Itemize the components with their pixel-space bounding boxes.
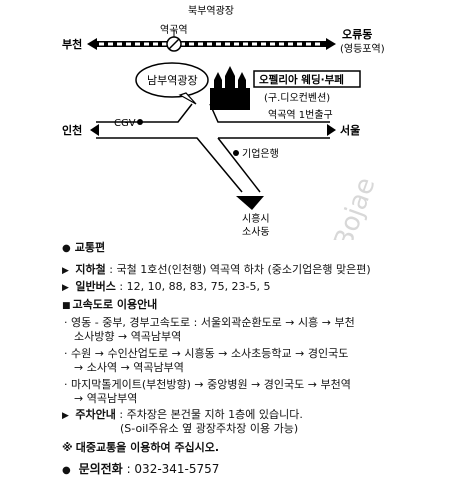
east-road-label: 서울 <box>340 123 360 137</box>
subway-label: 지하철 <box>75 263 106 276</box>
contact-text: : 032-341-5757 <box>126 462 220 476</box>
highway-title: 고속도로 이용안내 <box>62 298 158 313</box>
cgv-marker <box>137 119 143 125</box>
bus-row: 일반버스 : 12, 10, 88, 83, 75, 23-5, 5 <box>62 280 271 295</box>
railway-line <box>87 38 336 50</box>
route-3b: → 역곡남부역 <box>74 392 138 405</box>
public-transport-note: 대중교통을 이용하여 주십시오. <box>62 441 219 455</box>
north-plaza-label: 북부역광장 <box>188 5 234 17</box>
parking-text-2: (S-oil주유소 옆 광장주차장 이용 가능) <box>120 422 299 435</box>
south-label-2: 소사동 <box>242 226 270 238</box>
south-plaza-bubble <box>135 62 209 105</box>
subway-row: 지하철 : 국철 1호선(인천행) 역곡역 하차 (중소기업은행 맞은편) <box>62 263 371 278</box>
subway-text: : 국철 1호선(인천행) 역곡역 하차 (중소기업은행 맞은편) <box>109 263 371 276</box>
station-label: 역곡역 <box>160 24 188 36</box>
station-icon <box>166 36 182 52</box>
cgv-label: CGV <box>114 118 136 129</box>
exit-label: 역곡역 1번출구 <box>268 109 333 121</box>
parking-text: : 주차장은 본건물 지하 1층에 있습니다. <box>119 408 303 421</box>
west-road-label: 인천 <box>62 123 82 137</box>
venue-sub: (구.디오컨벤션) <box>264 92 330 104</box>
south-road-arrow <box>236 196 264 210</box>
bus-label: 일반버스 <box>75 280 116 293</box>
location-map: 북부역광장 역곡역 부천 오류동 (영등포역) 남부역광장 오펠리아 웨딩·부페… <box>62 5 385 240</box>
west-rail-label: 부천 <box>62 37 82 51</box>
east-rail-sub-label: (영등포역) <box>340 43 385 55</box>
route-2b: → 소사역 → 역곡남부역 <box>74 361 184 374</box>
venue-name: 오펠리아 웨딩·부페 <box>259 73 344 86</box>
bus-text: : 12, 10, 88, 83, 75, 23-5, 5 <box>119 280 271 293</box>
traffic-title: 교통편 <box>62 241 105 256</box>
wedding-hall-icon <box>210 66 250 110</box>
bank-label: 기업은행 <box>242 147 279 160</box>
south-plaza-label: 남부역광장 <box>147 74 198 87</box>
contact-row: 문의전화 : 032-341-5757 <box>62 462 220 478</box>
parking-row: 주차안내 : 주차장은 본건물 지하 1층에 있습니다. <box>62 408 303 423</box>
venue-box <box>253 70 361 88</box>
parking-label: 주차안내 <box>75 408 116 421</box>
bank-marker <box>233 150 239 156</box>
contact-label: 문의전화 <box>78 462 123 476</box>
route-1a: · 영동 - 중부, 경부고속도로 : 서울외곽순환도로 → 시흥 → 부천 <box>64 316 355 329</box>
south-label-1: 시흥시 <box>242 212 270 225</box>
watermark: Bojae <box>328 174 381 240</box>
east-rail-label: 오류동 <box>342 28 372 41</box>
route-1b: 소사방향 → 역곡남부역 <box>74 330 182 343</box>
route-2a: · 수원 → 수인산업도로 → 시흥동 → 소사초등학교 → 경인국도 <box>64 347 349 360</box>
route-3a: · 마지막톨게이트(부천방향) → 중앙병원 → 경인국도 → 부천역 <box>64 378 351 391</box>
